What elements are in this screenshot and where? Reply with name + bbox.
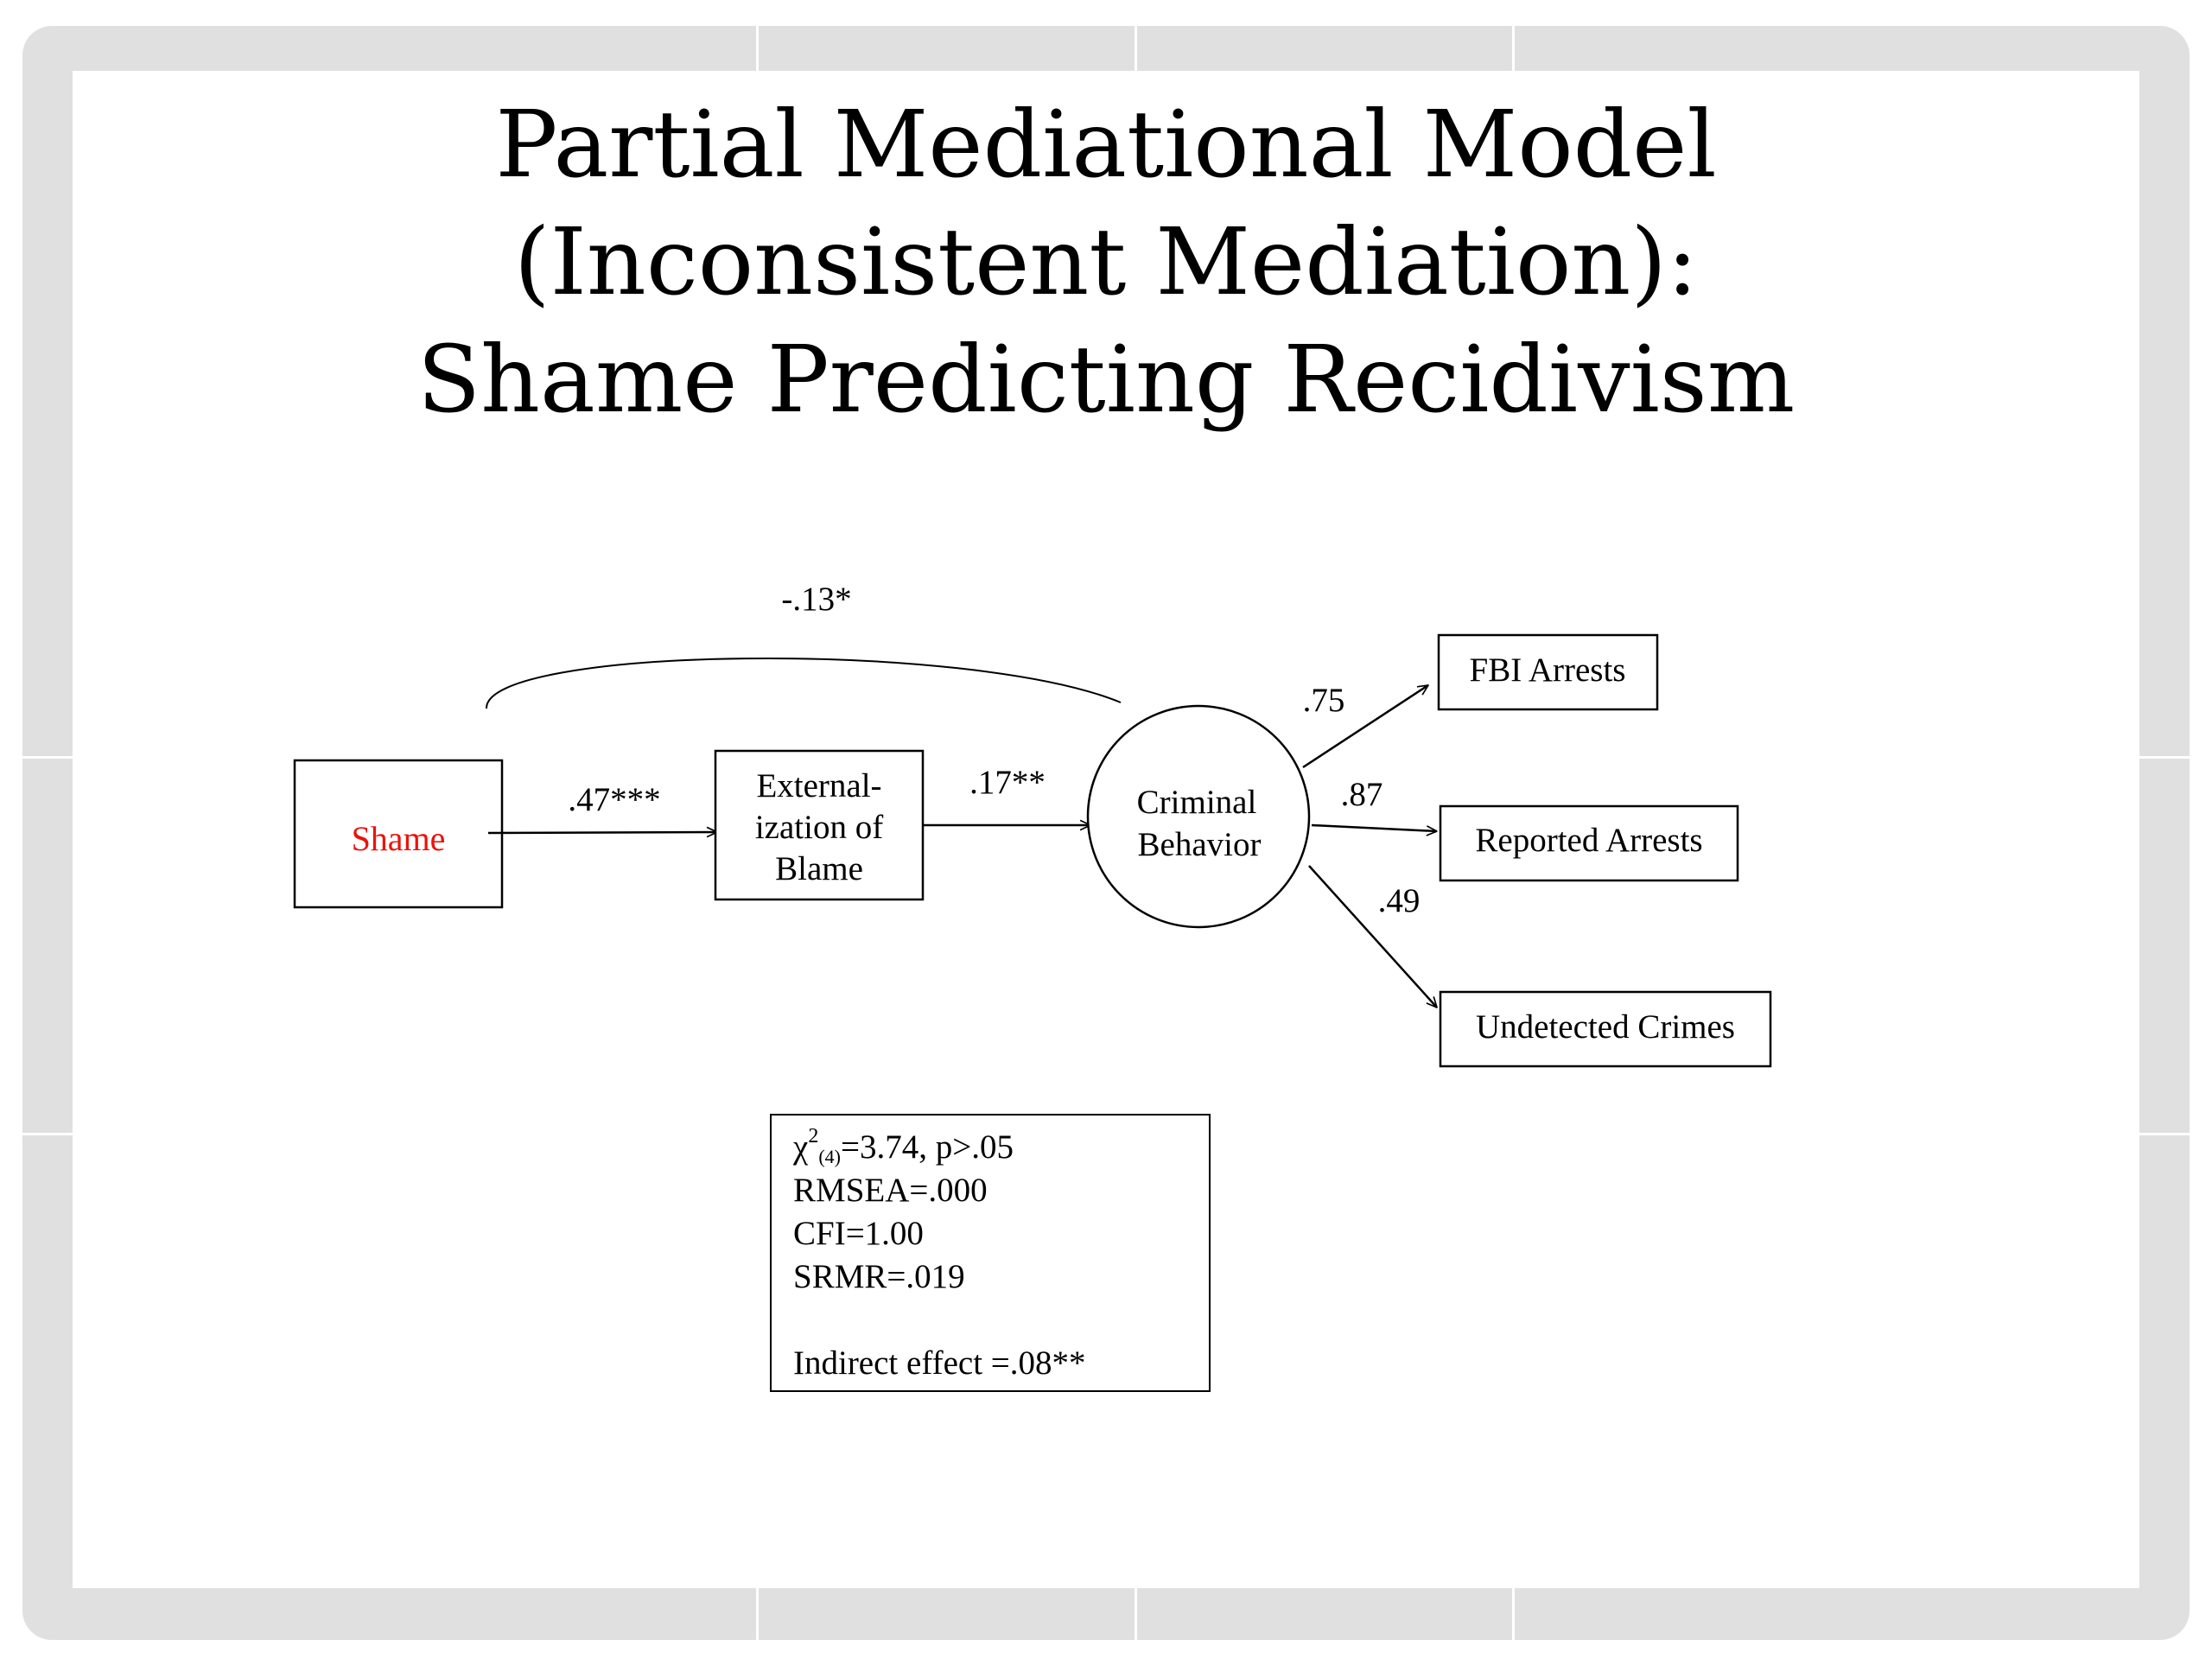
srmr-line: SRMR=.019 [793, 1258, 965, 1295]
externalization-node [714, 749, 925, 901]
chi-square-line: χ2(4)=3.74, p>.05 [793, 1126, 1209, 1169]
shame-to-externalization-arrow [487, 832, 717, 833]
fit-statistics-box: χ2(4)=3.74, p>.05 RMSEA=.000 CFI=1.00 SR… [770, 1114, 1211, 1392]
criminal-behavior-label-1: Criminal [1137, 784, 1257, 821]
title-line-1: Partial Mediational Model [495, 92, 1717, 199]
undetected-crimes-node [1439, 990, 1772, 1068]
reported-arrests-label: Reported Arrests [1475, 822, 1702, 859]
reported-arrests-node [1439, 804, 1739, 882]
externalization-label-1: External- [756, 767, 881, 804]
frame-seam [22, 1133, 73, 1135]
criminal-to-reported-coefficient: .87 [1341, 776, 1383, 813]
chi-value: =3.74, p>.05 [840, 1128, 1014, 1166]
frame-seam [2139, 756, 2190, 759]
frame-seam [756, 26, 759, 71]
indirect-effect-line: Indirect effect =.08** [793, 1344, 1086, 1382]
direct-path-arc [485, 657, 1122, 709]
fbi-arrests-node [1437, 633, 1659, 711]
chi-superscript: 2 [808, 1125, 819, 1147]
externalization-to-criminal-coefficient: .17** [969, 764, 1046, 801]
criminal-to-fbi-coefficient: .75 [1303, 682, 1345, 719]
criminal-to-undetected-arrow [1308, 865, 1437, 1007]
externalization-label-2: ization of [755, 809, 883, 846]
criminal-behavior-label-2: Behavior [1138, 826, 1262, 863]
title-line-2: (Inconsistent Mediation): [513, 209, 1699, 316]
chi-symbol: χ [793, 1128, 809, 1166]
chi-subscript: (4) [818, 1146, 841, 1167]
title-line-3: Shame Predicting Recidivism [416, 327, 1796, 434]
shame-label: Shame [352, 819, 446, 858]
fit-spacer [793, 1299, 1209, 1342]
frame-seam [22, 756, 73, 759]
rmsea-line: RMSEA=.000 [793, 1172, 988, 1209]
externalization-label-3: Blame [775, 850, 863, 887]
frame-seam [1512, 26, 1515, 71]
criminal-to-undetected-coefficient: .49 [1378, 882, 1421, 919]
frame-seam [756, 1588, 759, 1640]
shame-to-externalization-coefficient: .47*** [568, 781, 660, 818]
direct-path-coefficient: -.13* [781, 581, 851, 618]
frame-seam [1135, 26, 1137, 71]
criminal-behavior-node [1086, 704, 1311, 929]
fbi-arrests-label: FBI Arrests [1470, 652, 1626, 689]
frame-seam [1512, 1588, 1515, 1640]
undetected-crimes-label: Undetected Crimes [1476, 1008, 1735, 1046]
frame-seam [2139, 1133, 2190, 1135]
criminal-to-reported-arrow [1311, 823, 1437, 831]
criminal-to-fbi-arrow [1302, 685, 1428, 769]
frame-seam [1135, 1588, 1137, 1640]
slide-title: Partial Mediational Model (Inconsistent … [73, 86, 2139, 439]
cfi-line: CFI=1.00 [793, 1215, 924, 1252]
